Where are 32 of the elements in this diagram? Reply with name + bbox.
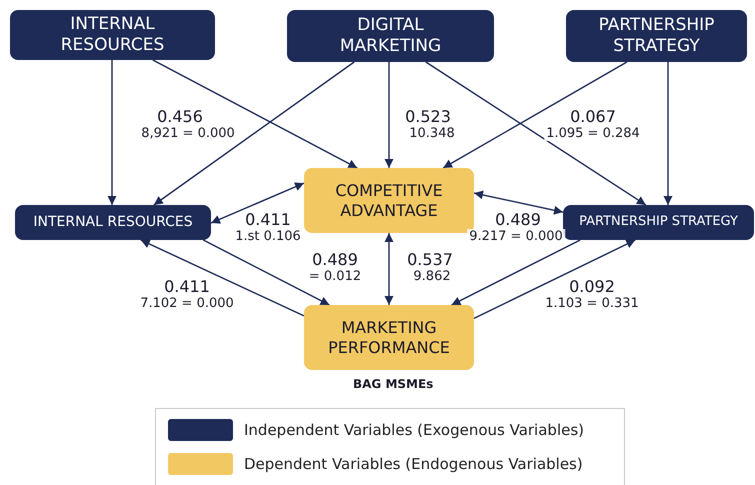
- arrow: [664, 62, 672, 205]
- legend-label: Dependent Variables (Endogenous Variables): [244, 455, 583, 473]
- arrow: [140, 239, 304, 317]
- node-label: PARTNERSHIP STRATEGY: [598, 14, 716, 58]
- arrow: [442, 61, 628, 169]
- independent-variable-box: [10, 10, 215, 60]
- independent-variable-box: [563, 205, 754, 240]
- arrow: [384, 62, 394, 168]
- arrow: [108, 60, 116, 205]
- arrow: [202, 239, 330, 306]
- arrow: [210, 182, 304, 224]
- independent-variable-box: [15, 205, 211, 240]
- node-label: MARKETING PERFORMANCE: [327, 318, 451, 358]
- arrow: [384, 233, 394, 305]
- node-label: INTERNAL RESOURCES: [60, 14, 166, 56]
- independent-variable-box: [287, 10, 494, 62]
- test-statistic: 1.095 = 0.284: [544, 126, 642, 141]
- node-label: DIGITAL MARKETING: [338, 14, 442, 58]
- legend-label: Independent Variables (Exogenous Variables): [244, 421, 584, 439]
- node-label: PARTNERSHIP STRATEGY: [579, 214, 738, 231]
- node-label: BAG MSMEs: [353, 377, 434, 391]
- arrow: [425, 61, 646, 206]
- arrow: [474, 190, 564, 215]
- arrow: [474, 239, 636, 319]
- arrow: [451, 239, 581, 306]
- arrow: [153, 61, 355, 206]
- dependent-variable-box: [304, 305, 474, 370]
- node-label: COMPETITIVE ADVANTAGE: [334, 180, 444, 220]
- independent-variable-box: [566, 10, 747, 62]
- arrow: [152, 59, 358, 169]
- test-statistic: 8,921 = 0.000: [139, 126, 237, 141]
- node-label: INTERNAL RESOURCES: [33, 214, 193, 232]
